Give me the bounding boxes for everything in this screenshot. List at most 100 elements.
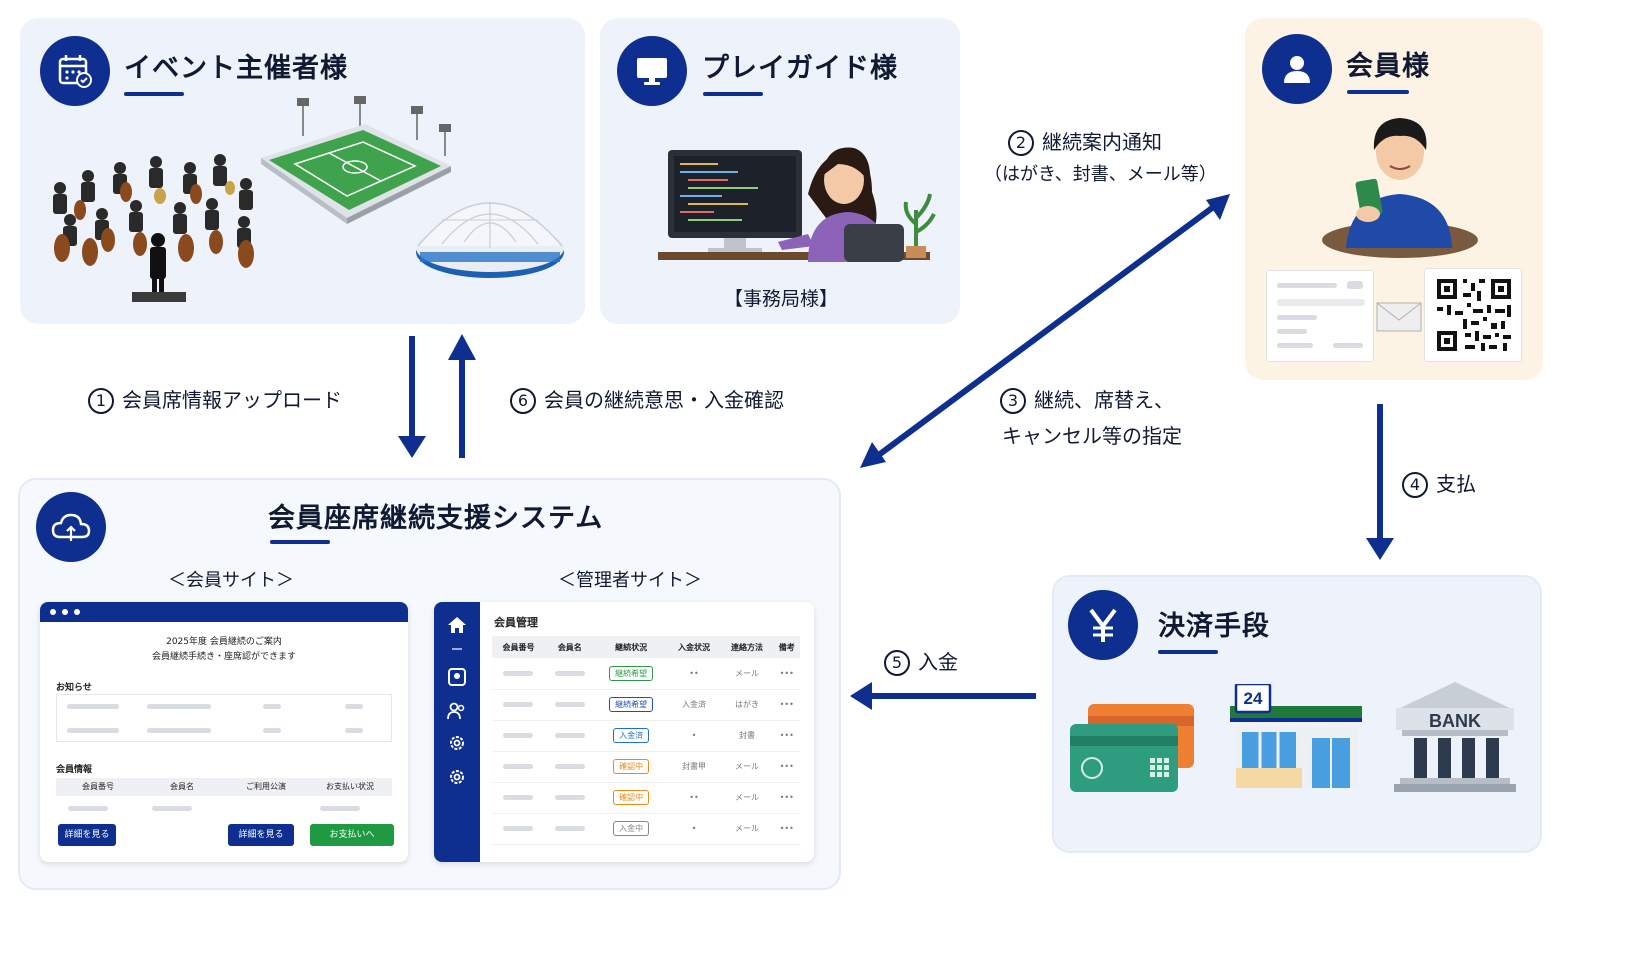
- admin-col-4: 連絡方法: [720, 636, 774, 658]
- info-col-0: 会員番号: [82, 782, 114, 791]
- info-col-2: ご利用公演: [246, 782, 286, 791]
- smartphone-user-illustration: [1322, 118, 1478, 258]
- admin-table-row[interactable]: 入金済•封書•••: [492, 720, 800, 752]
- continuation-status-cell: 入金中: [594, 813, 668, 845]
- qr-code: [1424, 268, 1522, 362]
- member-name-cell: [544, 720, 595, 752]
- flow-3-label: 3 継続、席替え、: [1000, 384, 1174, 414]
- payment-status-cell: •: [667, 813, 721, 845]
- system-title: 会員座席継続支援システム: [268, 503, 604, 534]
- stadium-illustration: [261, 96, 451, 224]
- member-detail-button-1[interactable]: 詳細を見る: [58, 824, 116, 846]
- members-icon[interactable]: [446, 666, 468, 688]
- flow-5-number: 5: [884, 650, 910, 676]
- member-name-cell: [544, 813, 595, 845]
- store-number: 24: [1244, 689, 1263, 708]
- admin-site-label: ＜管理者サイト＞: [558, 570, 702, 591]
- note-cell: •••: [773, 813, 800, 845]
- contact-method-cell: メール: [720, 751, 774, 783]
- contact-method-cell: 封書: [720, 720, 774, 752]
- member-number-cell: [492, 813, 545, 845]
- admin-col-5: 備考: [773, 636, 800, 658]
- flow-6-number: 6: [510, 388, 536, 414]
- flow-3-text-line2: キャンセル等の指定: [1002, 424, 1182, 448]
- admin-table-row[interactable]: 確認中封書甲メール•••: [492, 751, 800, 783]
- notice-letter: [1266, 270, 1374, 362]
- flow-4-text: 支払: [1436, 472, 1476, 496]
- monitor-icon: [617, 36, 687, 106]
- playguide-title: プレイガイド様: [702, 53, 898, 84]
- payment-status-cell: 封書甲: [667, 751, 721, 783]
- users-icon[interactable]: [446, 700, 468, 722]
- contact-method-cell: メール: [720, 813, 774, 845]
- payment-status-cell: •: [667, 720, 721, 752]
- flow-1-number: 1: [88, 388, 114, 414]
- admin-table: 会員番号 会員名 継続状況 入金状況 連絡方法 備考 継続希望••メール•••継…: [492, 636, 800, 845]
- flow-4-label: 4 支払: [1402, 468, 1476, 498]
- member-detail-button-2[interactable]: 詳細を見る: [228, 824, 294, 846]
- flow-6-text: 会員の継続意思・入金確認: [544, 388, 784, 412]
- flow-6-label: 6 会員の継続意思・入金確認: [510, 384, 784, 414]
- member-site-header1: 2025年度 会員継続のご案内: [166, 637, 282, 647]
- payment-status-cell: 入金済: [667, 689, 721, 721]
- admin-table-row[interactable]: 確認中 ••メール•••: [492, 782, 800, 814]
- status-badge: 入金済: [613, 728, 650, 743]
- payment-title-underline: [1158, 650, 1218, 654]
- flow-2-number: 2: [1008, 130, 1034, 156]
- admin-site-window: 会員管理 会員番号 会員名 継続状況 入金状況 連絡方法 備考 継続希望••メー…: [434, 602, 814, 862]
- admin-col-1: 会員名: [544, 636, 595, 658]
- user-icon: [1262, 34, 1332, 104]
- gear-icon[interactable]: [446, 732, 468, 754]
- status-badge: 継続希望: [609, 665, 654, 681]
- credit-card-icon: [1070, 704, 1194, 792]
- member-number-cell: [492, 751, 545, 783]
- member-number-cell: [492, 689, 545, 721]
- contact-method-cell: はがき: [720, 689, 774, 721]
- note-cell: •••: [773, 782, 800, 814]
- info-label: 会員情報: [56, 765, 93, 775]
- admin-table-row[interactable]: 入金中•メール•••: [492, 813, 800, 845]
- status-badge: 確認中: [613, 790, 650, 805]
- admin-col-0: 会員番号: [492, 636, 545, 658]
- notice-table: [56, 694, 392, 742]
- flow-2-sub: （はがき、封書、メール等）: [984, 164, 1217, 185]
- member-site-label: ＜会員サイト＞: [168, 570, 294, 591]
- contact-method-cell: メール: [720, 782, 774, 814]
- contact-method-cell: メール: [720, 658, 774, 690]
- member-title: 会員様: [1346, 51, 1430, 82]
- note-cell: •••: [773, 751, 800, 783]
- flow-3-text-line1: 継続、席替え、: [1034, 388, 1174, 412]
- flow-5-text: 入金: [918, 650, 958, 674]
- home-icon[interactable]: [446, 614, 468, 636]
- admin-col-3: 入金状況: [667, 636, 721, 658]
- flow-3-number: 3: [1000, 388, 1026, 414]
- admin-table-row[interactable]: 継続希望 ••メール•••: [492, 658, 800, 690]
- member-name-cell: [544, 658, 595, 690]
- system-title-underline: [270, 540, 330, 544]
- member-number-cell: [492, 658, 545, 690]
- continuation-status-cell: 入金済: [594, 720, 668, 752]
- member-number-cell: [492, 720, 545, 752]
- pay-button[interactable]: お支払いへ: [310, 824, 394, 846]
- bank-label: BANK: [1429, 711, 1481, 731]
- payment-title: 決済手段: [1158, 611, 1270, 642]
- flow-4-number: 4: [1402, 472, 1428, 498]
- yen-icon: [1068, 590, 1138, 660]
- flow-5-label: 5 入金: [884, 646, 958, 676]
- settings-icon[interactable]: [446, 766, 468, 788]
- continuation-status-cell: 継続希望: [594, 658, 668, 690]
- cloud-icon: [36, 492, 106, 562]
- payment-status-cell: ••: [667, 782, 721, 814]
- admin-title: 会員管理: [494, 616, 538, 629]
- admin-table-header: 会員番号 会員名 継続状況 入金状況 連絡方法 備考: [492, 636, 800, 658]
- member-number-cell: [492, 782, 545, 814]
- info-col-3: お支払い状況: [326, 782, 374, 791]
- payment-status-cell: ••: [667, 658, 721, 690]
- admin-table-row[interactable]: 継続希望入金済はがき•••: [492, 689, 800, 721]
- member-name-cell: [544, 751, 595, 783]
- member-title-underline: [1347, 90, 1409, 94]
- continuation-status-cell: 確認中: [594, 751, 668, 783]
- note-cell: •••: [773, 658, 800, 690]
